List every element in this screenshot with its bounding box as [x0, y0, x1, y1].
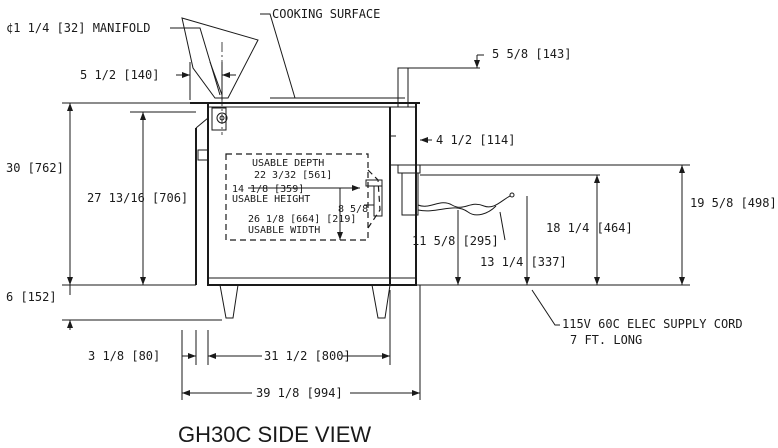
manifold — [211, 107, 227, 131]
usable-width-label: USABLE WIDTH — [248, 225, 320, 236]
dim-27-13-16-label: 27 13/16 [706] — [87, 191, 188, 205]
lid-and-manifold — [181, 17, 420, 131]
dimension-lines — [62, 13, 690, 400]
lid — [181, 17, 259, 99]
dim-5-1-2-label: 5 1/2 [140] — [80, 68, 159, 82]
usable-depth-label: USABLE DEPTH — [252, 158, 324, 169]
usable-area-box — [225, 153, 383, 241]
electrical-box — [397, 164, 515, 216]
front-leg — [219, 284, 239, 319]
supply-cord-label-2: 7 FT. LONG — [570, 333, 642, 347]
dim-11-5-8-label: 11 5/8 [295] — [412, 234, 499, 248]
usable-depth-value: 22 3/32 [561] — [254, 170, 332, 181]
usable-height-value: 14 1/8 [359] — [232, 184, 304, 195]
dim-4-1-2-label: 4 1/2 [114] — [436, 133, 515, 147]
dim-5-5-8-label: 5 5/8 [143] — [492, 47, 571, 61]
cabinet-outline — [195, 67, 417, 319]
supply-cord-label-1: 115V 60C ELEC SUPPLY CORD — [562, 317, 743, 331]
usable-height-label: USABLE HEIGHT — [232, 194, 310, 205]
usable-width-value: 26 1/8 [664] [219] — [248, 214, 356, 225]
dim-8-5-8-label: 8 5/8 — [338, 204, 368, 215]
dim-31-1-2-label: 31 1/2 [800] — [264, 349, 351, 363]
dim-18-1-4-label: 18 1/4 [464] — [546, 221, 633, 235]
drawing-title: GH30C SIDE VIEW — [178, 422, 371, 447]
dim-13-1-4-label: 13 1/4 [337] — [480, 255, 567, 269]
rear-leg — [371, 284, 391, 319]
cooking-surface-label: COOKING SURFACE — [272, 7, 380, 21]
dim-30-label: 30 [762] — [6, 161, 64, 175]
dim-3-1-8-label: 3 1/8 [80] — [88, 349, 160, 363]
dim-39-1-8-label: 39 1/8 [994] — [256, 386, 343, 400]
dim-19-5-8-label: 19 5/8 [498] — [690, 196, 777, 210]
manifold-label: ¢1 1/4 [32] MANIFOLD — [6, 21, 151, 35]
dim-6-label: 6 [152] — [6, 290, 57, 304]
